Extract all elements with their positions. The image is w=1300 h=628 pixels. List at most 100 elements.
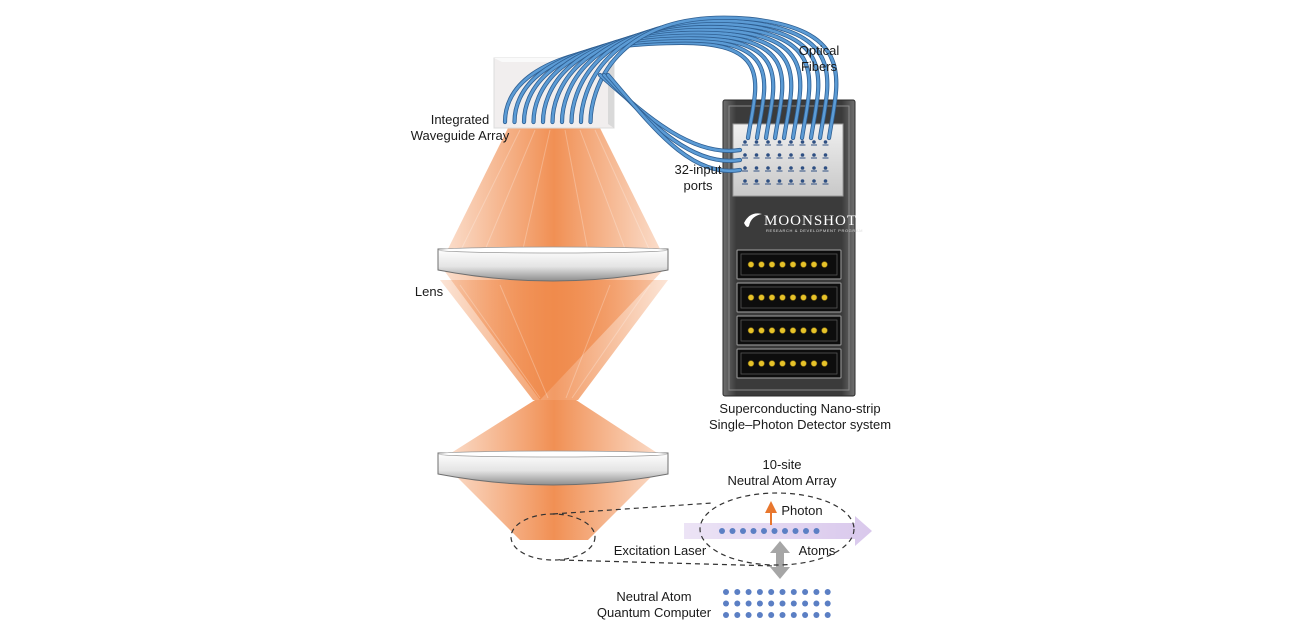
atom-site [729, 528, 736, 534]
upper-lens [437, 246, 669, 282]
detector-connector [789, 261, 797, 268]
detector-connector [747, 360, 755, 367]
waveguide-label: Integrated [431, 112, 490, 127]
input-port [743, 166, 747, 170]
input-ports-label: 32-input [675, 162, 722, 177]
input-port [777, 166, 782, 170]
input-port [800, 153, 805, 157]
photon-label: Photon [781, 503, 822, 518]
input-port [777, 179, 782, 183]
optical-fiber-bundle [502, 15, 839, 173]
optical-fiber [551, 28, 802, 140]
optical-fiber [606, 73, 742, 173]
detector-connector [768, 360, 776, 367]
detector-connector [779, 294, 786, 301]
input-port [754, 140, 759, 144]
detector-module [736, 348, 842, 379]
detector-module-inset [740, 319, 838, 342]
optical-fiber [560, 25, 811, 140]
input-port [766, 153, 770, 157]
optical-fiber [602, 73, 742, 163]
optical-fibers-label-2: Fibers [801, 59, 838, 74]
input-port [800, 179, 805, 183]
atom [745, 600, 752, 607]
atom [779, 589, 786, 595]
input-port [777, 153, 782, 157]
atom [790, 612, 797, 618]
atom [824, 600, 831, 607]
atom-site [813, 528, 820, 534]
detector-connector [821, 327, 828, 334]
atom [723, 600, 729, 607]
atom [813, 600, 820, 607]
detector-system-label-2: Single–Photon Detector system [709, 417, 891, 432]
atom-array-label-2: Neutral Atom Array [727, 473, 837, 488]
input-port [743, 179, 747, 183]
moonshot-logo-mark [744, 213, 762, 227]
atom [802, 612, 809, 618]
input-port [789, 179, 793, 183]
input-port [766, 166, 770, 170]
optical-fiber [532, 33, 784, 140]
detector-connector [779, 327, 786, 334]
atom [723, 589, 729, 595]
input-port [754, 153, 759, 157]
detector-connector [768, 261, 776, 268]
atom [779, 600, 786, 607]
atom-trap-region [510, 492, 872, 618]
input-port [823, 166, 828, 170]
input-ports-label-2: ports [684, 178, 713, 193]
input-port [812, 153, 816, 157]
input-port [823, 140, 828, 144]
detector-connector [800, 294, 807, 301]
lens-label: Lens [415, 284, 444, 299]
input-port [823, 179, 828, 183]
atom [768, 600, 775, 607]
moonshot-logo: MOONSHOT RESEARCH & DEVELOPMENT PROGRAM [744, 213, 863, 233]
input-port [812, 140, 816, 144]
detector-connector [758, 294, 765, 301]
detector-connector [789, 294, 797, 301]
waveguide-label-2: Waveguide Array [411, 128, 510, 143]
quantum-computer-label-2: Quantum Computer [597, 605, 712, 620]
detector-modules [736, 249, 842, 379]
optical-fibers-label: Optical [799, 43, 840, 58]
detector-connector [758, 327, 765, 334]
atom [745, 612, 752, 618]
atom [734, 612, 741, 618]
optical-fiber [541, 31, 793, 140]
detector-module-inset [740, 253, 838, 276]
optical-fiber [570, 22, 820, 140]
beam-middle [440, 280, 668, 400]
ten-site-atom-row [719, 528, 820, 534]
atom [756, 612, 763, 618]
atom-site [761, 528, 767, 534]
excitation-laser-beam [684, 516, 872, 546]
input-port [789, 166, 793, 170]
detector-connector [821, 294, 828, 301]
detector-connector [747, 327, 755, 334]
detector-connector [779, 261, 786, 268]
detector-connector [747, 261, 755, 268]
detector-connector [821, 360, 828, 367]
atom [745, 589, 752, 595]
atom [824, 589, 831, 595]
input-port [812, 179, 816, 183]
detector-system-label: Superconducting Nano-strip [719, 401, 880, 416]
transfer-arrow [770, 541, 790, 579]
atom-site [719, 528, 725, 534]
atom-site [803, 528, 809, 534]
atoms-label: Atoms [799, 543, 836, 558]
atom [768, 612, 775, 618]
moonshot-logo-tagline: RESEARCH & DEVELOPMENT PROGRAM [766, 228, 863, 233]
atom-site [750, 528, 757, 534]
lower-lens [437, 450, 669, 486]
optical-fiber [513, 39, 766, 140]
quantum-computer-label: Neutral Atom [616, 589, 691, 604]
detector-connector [810, 294, 818, 301]
atom [734, 589, 741, 595]
atom [790, 589, 797, 595]
input-port [754, 166, 759, 170]
detector-connector [768, 294, 776, 301]
